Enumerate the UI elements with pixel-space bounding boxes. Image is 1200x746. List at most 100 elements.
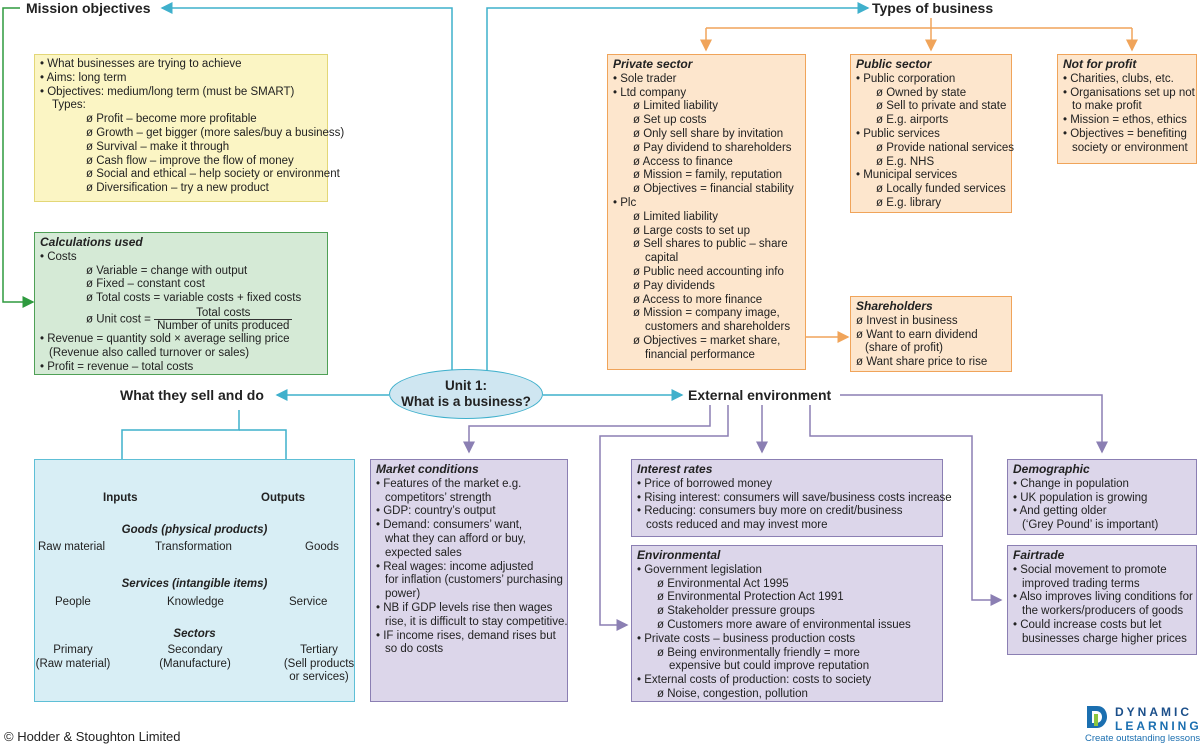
calc-cost-item: ø Total costs = variable costs + fixed c… <box>86 292 302 305</box>
list-item: • Real wages: income adjusted <box>376 560 534 573</box>
list-item: ø Being environmentally friendly = more <box>657 646 860 659</box>
mission-type: ø Cash flow – improve the flow of money <box>86 154 294 167</box>
list-item: ø Pay dividends <box>633 279 715 292</box>
sectors-title: Sectors <box>173 628 216 640</box>
market-conditions-box: Market conditions • Features of the mark… <box>370 459 568 702</box>
mission-box: • What businesses are trying to achieve … <box>34 54 344 202</box>
list-item: • Social movement to promote <box>1013 563 1167 576</box>
shareholders-title: Shareholders <box>856 299 933 313</box>
list-item: • Public corporation <box>856 72 956 85</box>
list-item: • NB if GDP levels rise then wages <box>376 601 553 614</box>
list-item: • Charities, clubs, etc. <box>1063 72 1174 85</box>
list-item: • Government legislation <box>637 563 762 576</box>
list-item: ø Objectives = market share, <box>633 334 781 347</box>
list-item: ø Invest in business <box>856 314 958 327</box>
list-item: ø Objectives = financial stability <box>633 183 794 196</box>
not-for-profit-title: Not for profit <box>1063 57 1137 71</box>
demographic-box: Demographic • Change in population• UK p… <box>1007 459 1197 535</box>
list-item: • Features of the market e.g. <box>376 477 522 490</box>
arrow-to-mission <box>160 2 453 375</box>
sector-secondary: Secondary(Manufacture) <box>159 644 231 670</box>
list-item: • Reducing: consumers buy more on credit… <box>637 505 903 518</box>
calc-profit: • Profit = revenue – total costs <box>40 360 194 373</box>
list-item: to make profit <box>1072 100 1142 113</box>
list-item: power) <box>385 588 421 601</box>
list-item: ø Sell to private and state <box>876 100 1007 113</box>
list-item: (‘Grey Pound’ is important) <box>1022 519 1159 532</box>
mission-item: • Aims: long term <box>40 71 127 84</box>
list-item: • IF income rises, demand rises but <box>376 629 556 642</box>
calculations-title: Calculations used <box>40 235 143 249</box>
public-sector-title: Public sector <box>856 57 932 71</box>
private-sector-title: Private sector <box>613 57 693 71</box>
calculations-box: Calculations used • Costs ø Variable = c… <box>34 232 328 375</box>
goods-step: Raw material <box>38 541 106 553</box>
arrow-mission-to-calc <box>2 7 35 308</box>
list-item: • Organisations set up not <box>1063 86 1195 99</box>
list-item: • UK population is growing <box>1013 491 1148 504</box>
fairtrade-title: Fairtrade <box>1013 548 1065 562</box>
list-item: improved trading terms <box>1022 577 1140 590</box>
private-sector-box: Private sector • Sole trader• Ltd compan… <box>607 54 806 370</box>
list-item: • Public services <box>856 127 940 140</box>
list-item: ø Pay dividend to shareholders <box>633 141 792 154</box>
list-item: ø Public need accounting info <box>633 265 784 278</box>
list-item: • Sole trader <box>613 72 677 85</box>
what-they-sell-heading: What they sell and do <box>120 387 264 403</box>
center-node: Unit 1: What is a business? <box>389 369 543 419</box>
list-item: • Mission = ethos, ethics <box>1063 114 1187 127</box>
mission-type: ø Social and ethical – help society or e… <box>86 168 340 181</box>
mission-type: ø Survival – make it through <box>86 140 230 153</box>
list-item: (share of profit) <box>865 342 943 355</box>
list-item: ø Noise, congestion, pollution <box>657 687 808 700</box>
list-item: ø Large costs to set up <box>633 224 750 237</box>
mission-objectives-heading: Mission objectives <box>26 0 151 16</box>
list-item: ø Provide national services <box>876 141 1015 154</box>
external-environment-heading: External environment <box>688 387 832 403</box>
list-item: • Could increase costs but let <box>1013 618 1162 631</box>
goods-step: Transformation <box>155 541 232 553</box>
interest-rates-box: Interest rates • Price of borrowed money… <box>631 459 952 537</box>
outputs-label: Outputs <box>261 492 306 504</box>
list-item: ø Stakeholder pressure groups <box>657 605 815 618</box>
services-title: Services (intangible items) <box>121 578 268 590</box>
list-item: for inflation (customers’ purchasing <box>385 574 563 587</box>
sector-primary: Primary(Raw material) <box>35 644 111 670</box>
mission-types-label: Types: <box>52 99 86 112</box>
list-item: ø Limited liability <box>633 210 718 223</box>
list-item: so do costs <box>385 643 444 656</box>
list-item: • Rising interest: consumers will save/b… <box>637 491 952 504</box>
list-item: ø Locally funded services <box>876 183 1006 196</box>
calc-cost-item: ø Fixed – constant cost <box>86 278 205 291</box>
interest-rates-title: Interest rates <box>637 462 713 476</box>
not-for-profit-box: Not for profit • Charities, clubs, etc.•… <box>1057 54 1197 164</box>
list-item: ø Want share price to rise <box>856 356 988 369</box>
list-item: ø Limited liability <box>633 100 718 113</box>
services-step: Service <box>289 596 328 608</box>
list-item: expensive but could improve reputation <box>669 660 870 673</box>
list-item: competitors’ strength <box>385 491 492 504</box>
market-conditions-title: Market conditions <box>376 462 479 476</box>
list-item: • And getting older <box>1013 505 1107 518</box>
list-item: ø Customers more aware of environmental … <box>657 618 911 631</box>
list-item: the workers/producers of goods <box>1022 605 1184 618</box>
mission-item: • Objectives: medium/long term (must be … <box>40 85 295 98</box>
list-item: businesses charge higher prices <box>1022 632 1187 645</box>
types-of-business-heading: Types of business <box>872 0 994 16</box>
list-item: ø Environmental Act 1995 <box>657 577 789 590</box>
list-item: ø Mission = family, reputation <box>633 169 783 182</box>
list-item: ø Want to earn dividend <box>856 328 978 341</box>
list-item: rise, it is difficult to stay competitiv… <box>385 615 568 628</box>
mission-type: ø Profit – become more profitable <box>86 113 257 126</box>
list-item: ø Sell shares to public – share <box>633 238 788 251</box>
list-item: ø Set up costs <box>633 114 707 127</box>
list-item: ø E.g. NHS <box>876 155 935 168</box>
dynamic-learning-logo-icon <box>1087 706 1107 728</box>
list-item: • Change in population <box>1013 477 1129 490</box>
list-item: • Municipal services <box>856 169 958 182</box>
logo-tagline: Create outstanding lessons <box>1085 733 1200 744</box>
